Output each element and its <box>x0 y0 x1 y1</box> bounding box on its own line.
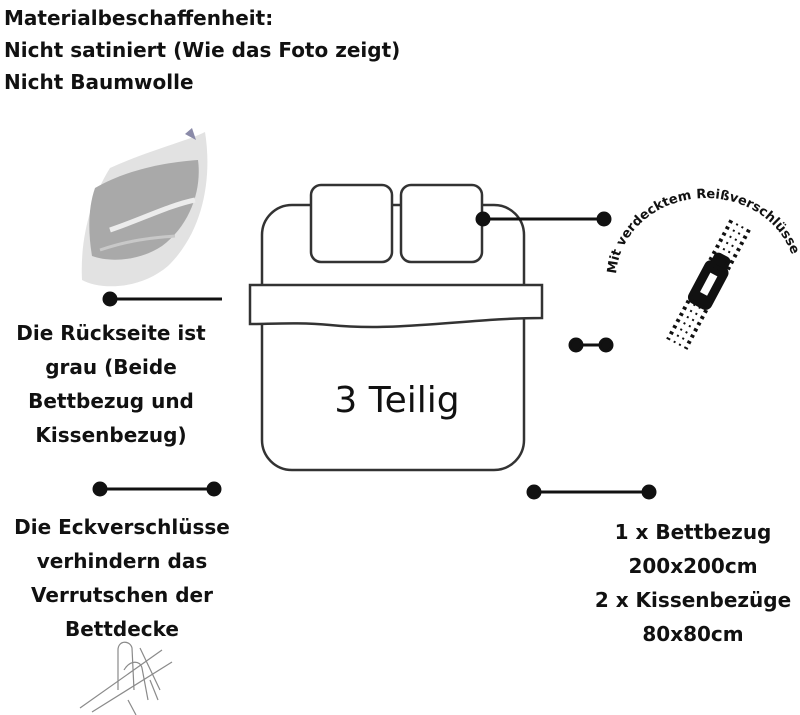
connector-lines <box>92 211 657 500</box>
back-note-line: grau (Beide <box>45 355 177 379</box>
material-info: Materialbeschaffenheit: Nicht satiniert … <box>4 2 400 98</box>
zipper-icon <box>666 219 751 350</box>
zipper-label: Mit verdecktem Reißverschlüsse <box>605 187 800 275</box>
bed-label: 3 Teilig <box>334 380 459 421</box>
back-note-line: Die Rückseite ist <box>16 321 206 345</box>
duvet-fold <box>248 283 544 329</box>
pillow-left <box>309 183 394 264</box>
corner-fastener-note: Die Eckverschlüsse verhindern das Verrut… <box>0 510 244 646</box>
material-heading: Materialbeschaffenheit: <box>4 6 274 30</box>
material-line-cotton: Nicht Baumwolle <box>4 70 194 94</box>
material-line-satin: Nicht satiniert (Wie das Foto zeigt) <box>4 38 401 62</box>
contents-pillows: 2 x Kissenbezüge <box>594 588 792 612</box>
corner-fastener-image <box>79 641 173 715</box>
corner-note-line: verhindern das <box>36 549 208 573</box>
fabric-sample-image <box>81 128 208 287</box>
back-side-note: Die Rückseite ist grau (Beide Bettbezug … <box>0 316 222 452</box>
contents-duvet: 1 x Bettbezug <box>614 520 772 544</box>
package-contents: 1 x Bettbezug 200x200cm 2 x Kissenbezüge… <box>560 515 800 651</box>
back-note-line: Bettbezug und <box>28 389 194 413</box>
pillow-right <box>399 183 484 264</box>
corner-note-line: Verrutschen der <box>31 583 213 607</box>
contents-pillow-size: 80x80cm <box>642 622 744 646</box>
corner-note-line: Bettdecke <box>65 617 179 641</box>
contents-duvet-size: 200x200cm <box>628 554 758 578</box>
corner-note-line: Die Eckverschlüsse <box>14 515 230 539</box>
bed-diagram <box>248 183 544 472</box>
back-note-line: Kissenbezug) <box>35 423 187 447</box>
